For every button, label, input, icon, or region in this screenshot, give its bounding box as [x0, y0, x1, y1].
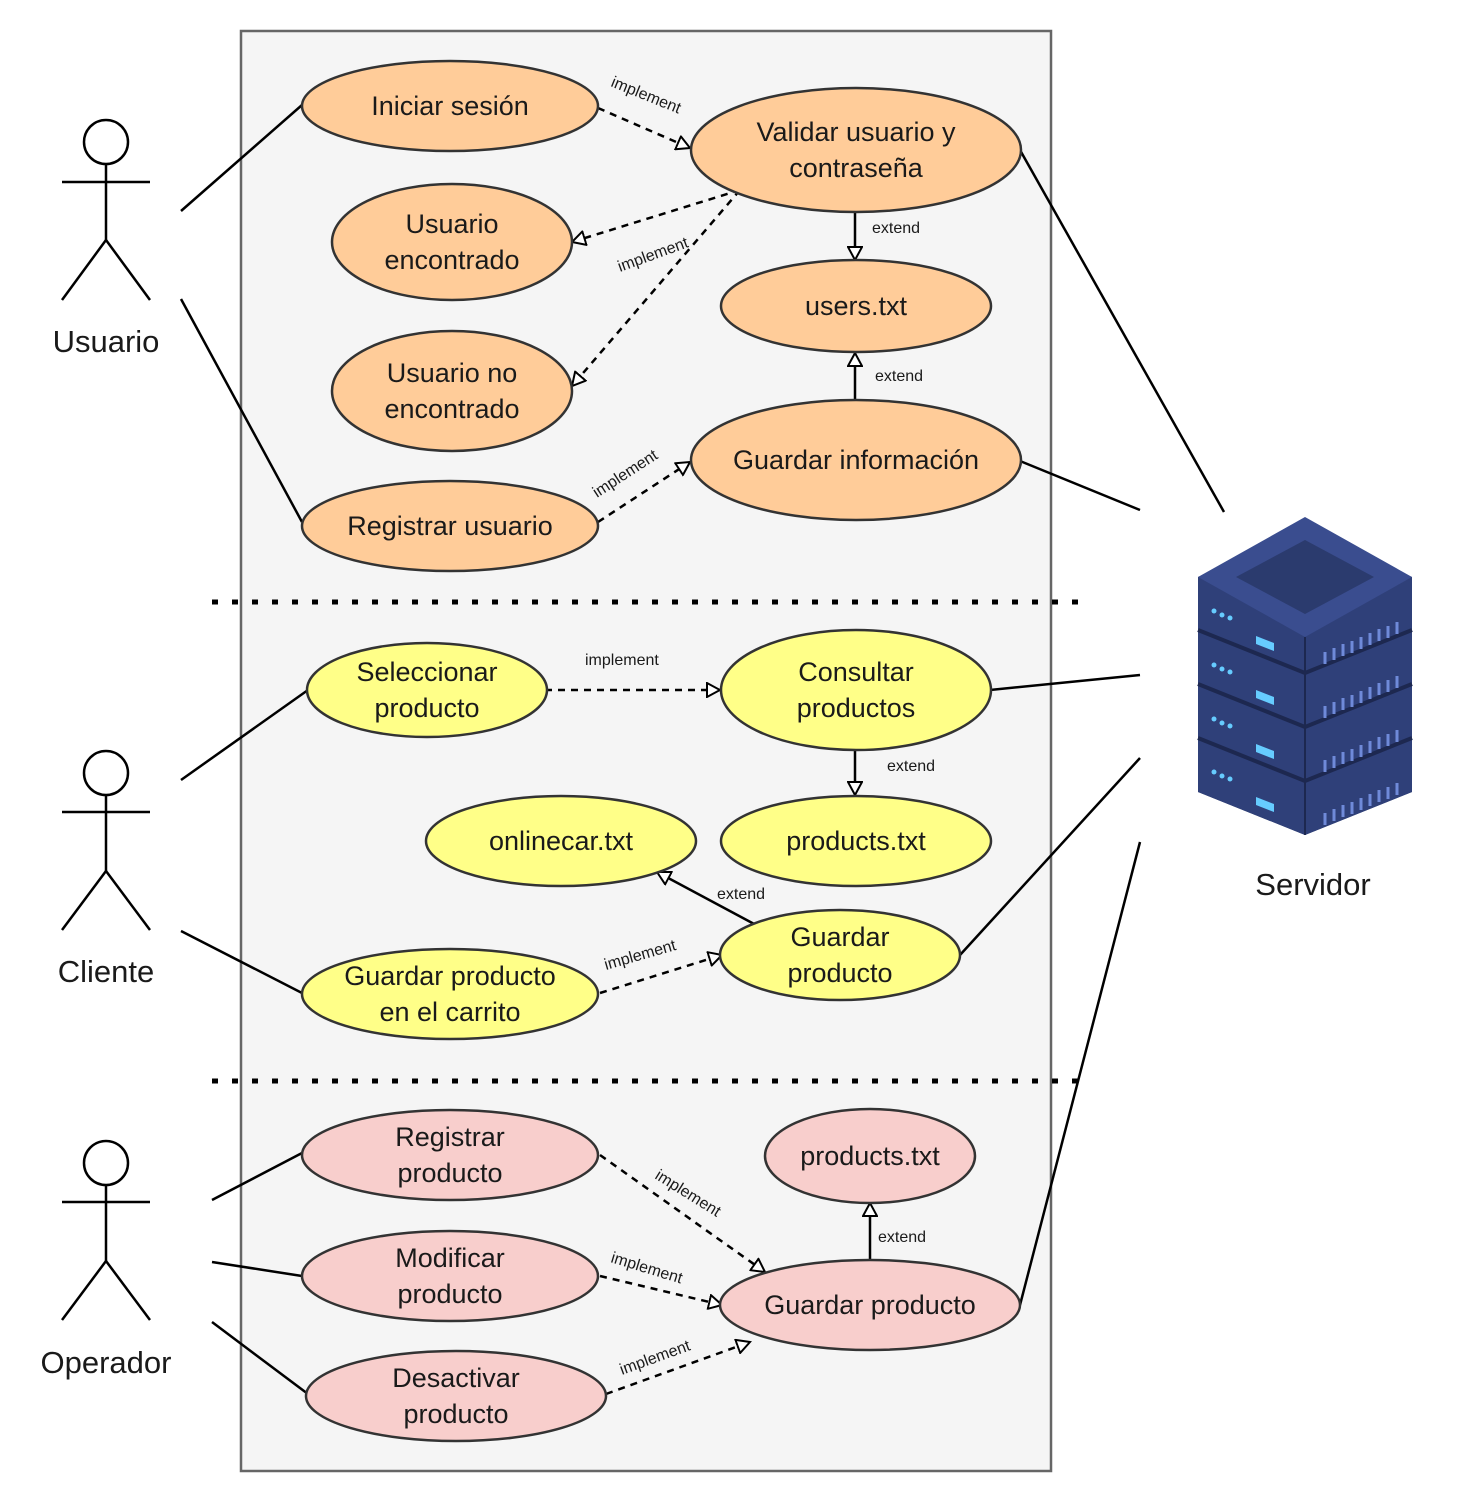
- use-case-ellipse: [689, 398, 1023, 522]
- use-case-ellipse: [304, 1349, 608, 1443]
- use-case-usuario-no-encontrado: Usuario no encontrado: [330, 329, 574, 453]
- use-case-registrar-producto: Registrar producto: [300, 1108, 600, 1202]
- server-icon: [1197, 517, 1413, 835]
- use-case-validar-usuario: Validar usuario y contraseña: [689, 86, 1023, 214]
- use-case-modificar-producto: Modificar producto: [300, 1229, 600, 1323]
- actor-label-usuario: Usuario: [53, 324, 160, 359]
- use-case-label: producto: [374, 693, 479, 723]
- use-case-ellipse: [719, 628, 993, 752]
- use-case-ellipse: [718, 1258, 1022, 1352]
- use-case-label: users.txt: [805, 291, 908, 321]
- use-case-label: encontrado: [384, 245, 519, 275]
- relations: [545, 106, 870, 1396]
- extend-label: extend: [878, 1229, 926, 1246]
- actor-label-cliente: Cliente: [58, 954, 155, 989]
- use-case-label: Guardar información: [733, 445, 979, 475]
- use-case-users-txt: users.txt: [719, 258, 993, 354]
- use-case-ellipse: [305, 641, 549, 739]
- use-case-label: productos: [797, 693, 916, 723]
- use-case-label: Registrar: [395, 1122, 505, 1152]
- use-case-label: Validar usuario y: [756, 117, 956, 147]
- use-case-label: Consultar: [798, 657, 914, 687]
- use-case-ellipse: [300, 479, 600, 573]
- use-case-label: Usuario no: [387, 358, 518, 388]
- use-case-consultar-productos: Consultar productos: [719, 628, 993, 752]
- use-case-ellipse: [300, 947, 600, 1041]
- use-case-label: contraseña: [789, 153, 924, 183]
- use-case-label: encontrado: [384, 394, 519, 424]
- use-case-label: en el carrito: [379, 997, 520, 1027]
- actor-label-operador: Operador: [41, 1345, 172, 1380]
- use-case-ellipse: [719, 794, 993, 888]
- use-case-ellipse: [689, 86, 1023, 214]
- use-case-ellipse: [300, 1229, 600, 1323]
- use-case-guardar-informacion: Guardar información: [689, 398, 1023, 522]
- use-case-guardar-producto-cliente: Guardar producto: [718, 908, 962, 1002]
- use-case-ellipse: [300, 59, 600, 153]
- use-case-guardar-carrito: Guardar producto en el carrito: [300, 947, 600, 1041]
- use-case-ellipse: [763, 1107, 977, 1205]
- use-case-onlinecar-txt: onlinecar.txt: [424, 794, 698, 888]
- use-case-label: Usuario: [405, 209, 498, 239]
- use-case-label: Desactivar: [392, 1363, 520, 1393]
- actor-cliente: [60, 749, 152, 931]
- use-case-label: Registrar usuario: [347, 511, 553, 541]
- actor-usuario: [60, 118, 152, 301]
- use-case-label: producto: [787, 958, 892, 988]
- use-case-guardar-producto-operador: Guardar producto: [718, 1258, 1022, 1352]
- extend-label: extend: [875, 368, 923, 385]
- use-case-label: Iniciar sesión: [371, 91, 529, 121]
- use-case-ellipse: [300, 1108, 600, 1202]
- associations: [179, 104, 1226, 1395]
- use-case-label: Seleccionar: [356, 657, 497, 687]
- actor-label-servidor: Servidor: [1255, 867, 1370, 902]
- use-case-label: producto: [403, 1399, 508, 1429]
- use-case-seleccionar-producto: Seleccionar producto: [305, 641, 549, 739]
- actor-operador: [60, 1139, 152, 1321]
- extend-label: extend: [887, 758, 935, 775]
- use-case-iniciar-sesion: Iniciar sesión: [300, 59, 600, 153]
- use-case-label: Guardar producto: [764, 1290, 976, 1320]
- use-case-label: Modificar: [395, 1243, 505, 1273]
- use-case-ellipse: [719, 258, 993, 354]
- extend-label: extend: [872, 220, 920, 237]
- use-case-usuario-encontrado: Usuario encontrado: [330, 182, 574, 302]
- use-case-label: onlinecar.txt: [489, 826, 634, 856]
- use-case-products-txt-cliente: products.txt: [719, 794, 993, 888]
- use-case-desactivar-producto: Desactivar producto: [304, 1349, 608, 1443]
- use-case-label: products.txt: [786, 826, 926, 856]
- use-case-ellipse: [330, 329, 574, 453]
- use-case-label: producto: [397, 1279, 502, 1309]
- use-case-ellipse: [330, 182, 574, 302]
- use-case-label: Guardar: [790, 922, 889, 952]
- use-case-ellipse: [718, 908, 962, 1002]
- implement-label: implement: [585, 652, 659, 669]
- extend-label: extend: [717, 886, 765, 903]
- use-case-label: products.txt: [800, 1141, 940, 1171]
- use-case-products-txt-operador: products.txt: [763, 1107, 977, 1205]
- use-case-registrar-usuario: Registrar usuario: [300, 479, 600, 573]
- use-case-label: Guardar producto: [344, 961, 556, 991]
- use-case-label: producto: [397, 1158, 502, 1188]
- use-case-ellipse: [424, 794, 698, 888]
